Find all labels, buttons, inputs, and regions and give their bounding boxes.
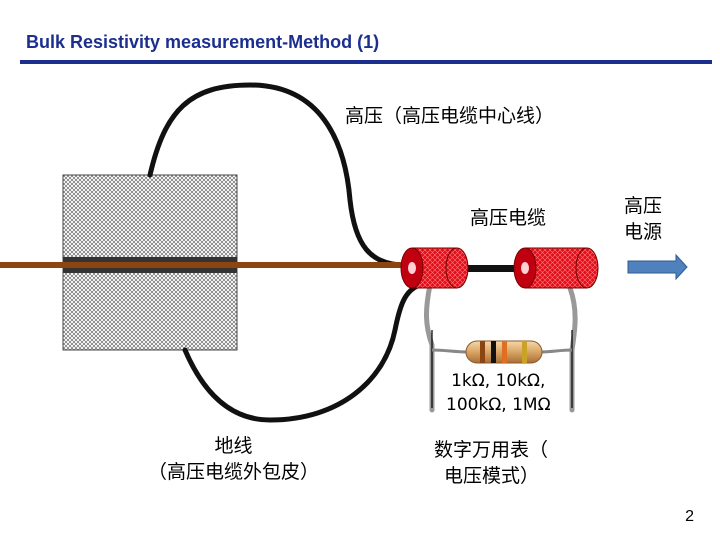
hv-lead-wire [147, 82, 408, 268]
label-resistor-values-line2: 100kΩ, 1MΩ [446, 394, 551, 415]
page-number: 2 [685, 508, 694, 525]
label-resistor-values-line1: 1kΩ, 10kΩ, [451, 371, 546, 391]
resistor-lead-left [431, 348, 469, 354]
cable-link [455, 265, 525, 272]
meter-lead-left [424, 282, 435, 413]
label-meter-line2: 电压模式） [444, 464, 540, 487]
label-hv-supply: 高压 电源 [624, 194, 662, 245]
label-hv-supply-line1: 高压 [624, 195, 663, 217]
title-underline [20, 60, 712, 64]
label-hv-supply-line2: 电源 [624, 220, 663, 243]
label-ground-line2: （高压电缆外包皮） [148, 460, 320, 483]
label-ground: 地线 （高压电缆外包皮） [148, 434, 319, 485]
slide-title: Bulk Resistivity measurement-Method (1) [26, 32, 380, 52]
label-meter-line1: 数字万用表（ [434, 439, 549, 461]
ground-lead-wire [182, 282, 423, 423]
label-hv-cable: 高压电缆 [470, 207, 547, 229]
resistor-lead-right [539, 348, 573, 354]
hv-cable-left [400, 247, 469, 289]
label-hv-center-line: 高压（高压电缆中心线） [345, 105, 555, 127]
resistor [465, 340, 543, 364]
label-resistor-values: 1kΩ, 10kΩ, 100kΩ, 1MΩ [446, 370, 551, 418]
label-ground-line1: 地线 [214, 435, 253, 457]
hv-supply-arrow [627, 253, 688, 281]
center-conductor [0, 262, 410, 268]
hv-cable-right [513, 247, 599, 289]
label-meter: 数字万用表（ 电压模式） [434, 438, 548, 489]
